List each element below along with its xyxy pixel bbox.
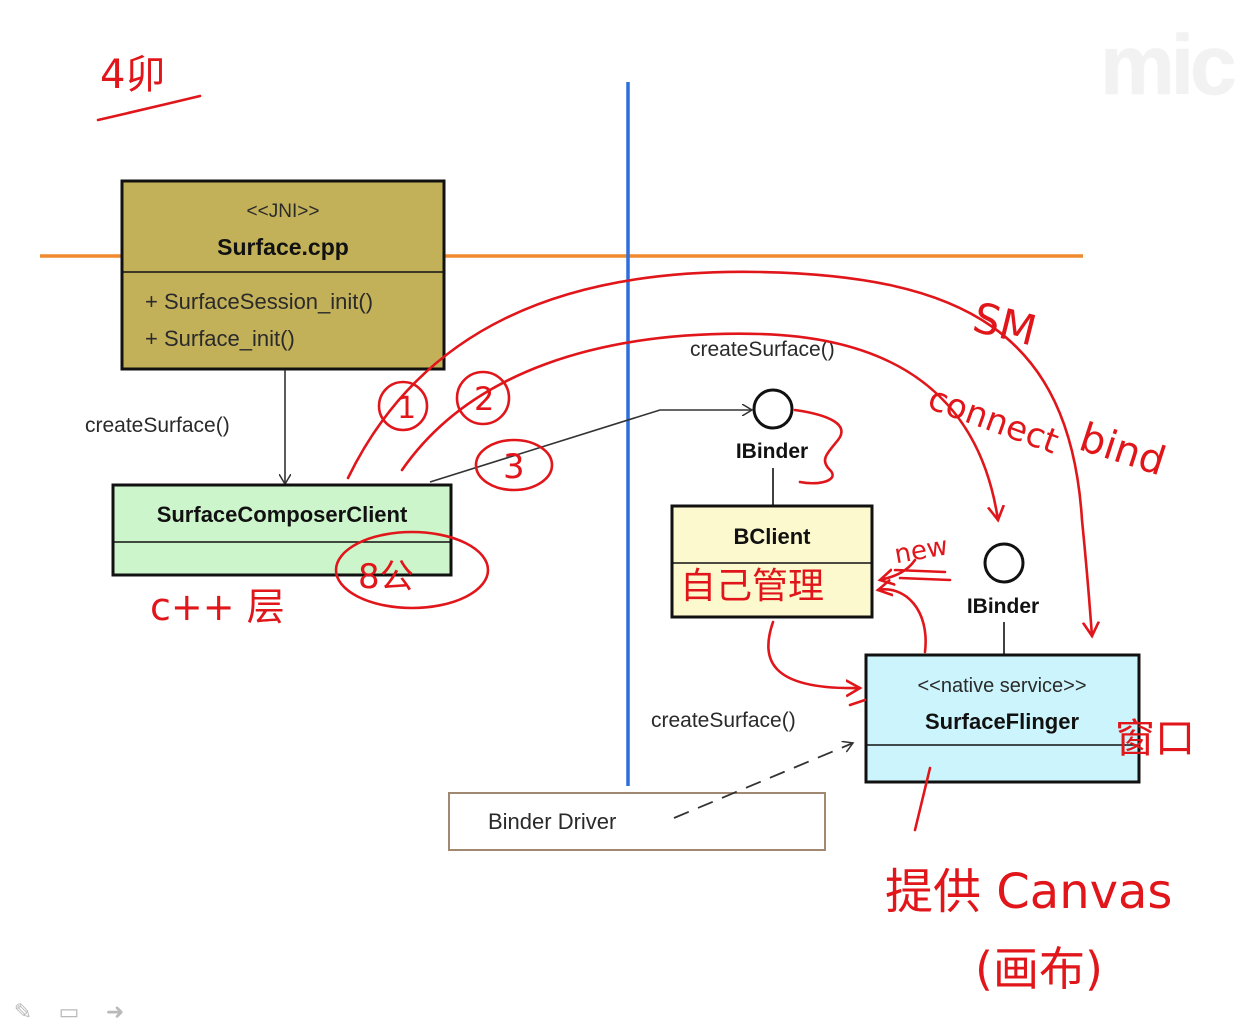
ibinder-flinger-lollipop: [983, 542, 1025, 584]
composer-client-title: SurfaceComposerClient: [157, 502, 408, 527]
binder-driver-label: Binder Driver: [488, 809, 616, 834]
circle-3-label: 3: [503, 447, 525, 487]
surface-flinger-title: SurfaceFlinger: [925, 709, 1079, 734]
call-label-top: createSurface(): [690, 338, 835, 361]
ibinder-client-label: IBinder: [736, 440, 808, 463]
surface-cpp-stereotype: <<JNI>>: [247, 201, 320, 222]
flinger-side-note: 窗口: [1115, 716, 1195, 762]
canvas-cn-note: (画布): [975, 942, 1103, 996]
call-label-left: createSurface(): [85, 414, 230, 437]
composer-note: 8公: [358, 557, 414, 597]
surface-flinger-stereotype: <<native service>>: [918, 675, 1087, 697]
surface-flinger-box: <<native service>> SurfaceFlinger: [864, 653, 1141, 784]
slide-icon[interactable]: ▭: [58, 999, 80, 1024]
ibinder-client-lollipop: [752, 388, 794, 430]
sm-note: SM: [968, 293, 1041, 356]
surface-cpp-title: Surface.cpp: [217, 234, 349, 260]
binder-dashed-arrow: [673, 743, 853, 819]
call-arrow-createsurface-top: [429, 410, 752, 483]
call-label-bottom: createSurface(): [651, 709, 796, 732]
surface-composer-client-box: SurfaceComposerClient: [111, 483, 453, 577]
handwritten-annotations: [96, 94, 1092, 832]
player-controls: ✎ ▭ ➜: [0, 999, 160, 1025]
bclient-box: BClient: [670, 504, 874, 619]
pen-icon[interactable]: ✎: [13, 999, 33, 1024]
circle-1-label: 1: [397, 391, 416, 426]
bclient-title: BClient: [734, 524, 812, 549]
surface-cpp-method: + SurfaceSession_init(): [145, 289, 373, 314]
ibinder-flinger-label: IBinder: [967, 595, 1039, 618]
new-note: new: [892, 531, 950, 570]
bclient-note: 自己管理: [680, 566, 824, 607]
surface-cpp-method: + Surface_init(): [145, 326, 295, 351]
connect-note: connect: [923, 378, 1064, 462]
bind-note: bind: [1074, 415, 1171, 486]
canvas-note: 提供 Canvas: [885, 864, 1172, 920]
circle-2-label: 2: [474, 380, 494, 418]
next-icon[interactable]: ➜: [105, 999, 125, 1024]
cpp-layer-note: c++ 层: [150, 585, 285, 629]
title-mark: 4卯: [100, 52, 165, 98]
watermark-logo: mic: [1100, 20, 1237, 110]
surface-cpp-box: <<JNI>> Surface.cpp + SurfaceSession_ini…: [120, 179, 446, 371]
binder-driver-box: Binder Driver: [448, 792, 826, 851]
